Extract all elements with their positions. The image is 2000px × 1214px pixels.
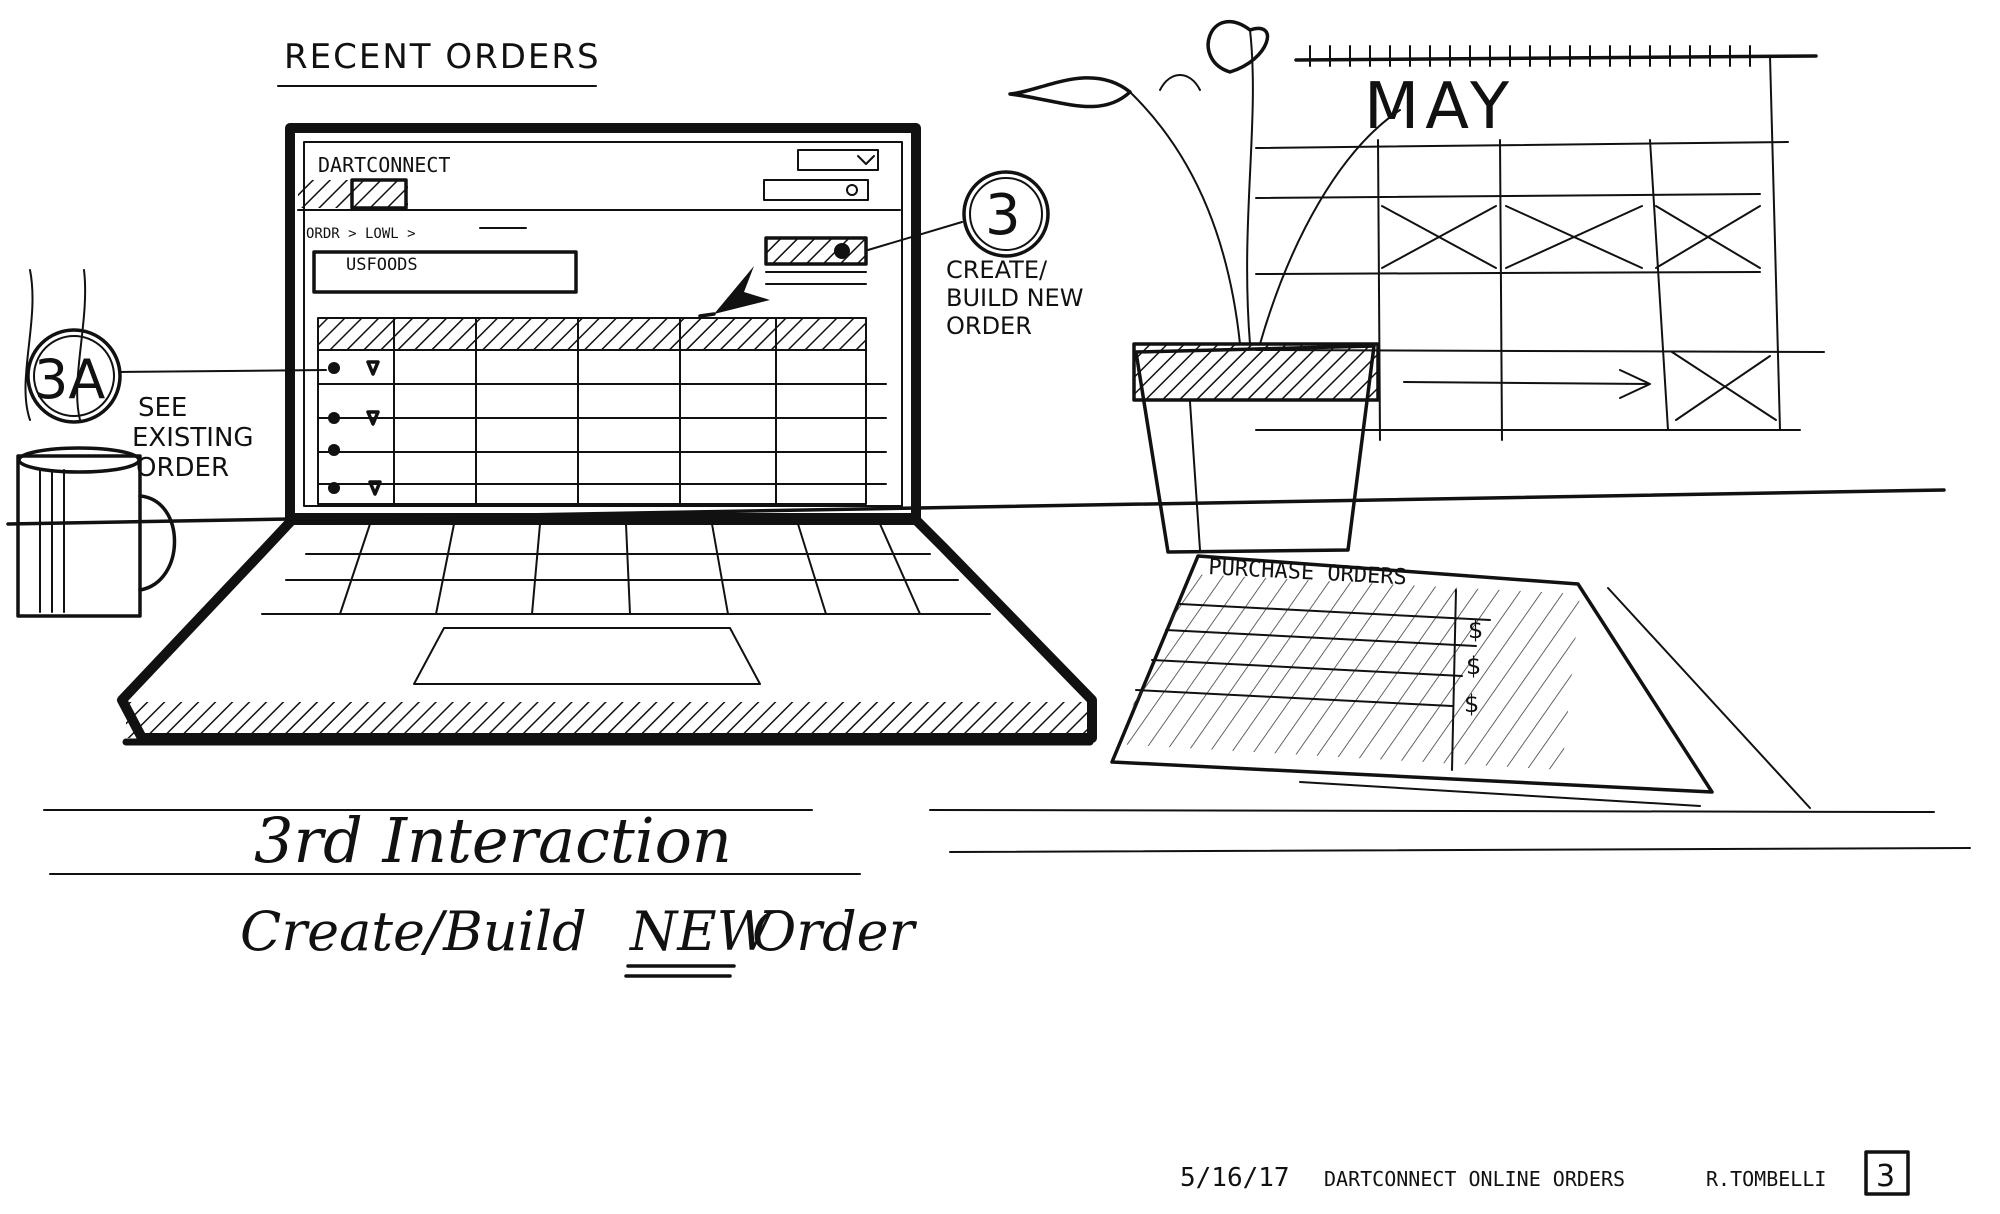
laptop-screen-inner — [303, 141, 903, 507]
caption-sub-after: Order — [752, 900, 918, 963]
wall-calendar: MAY — [1255, 45, 1825, 441]
caption-heading: 3rd Interaction — [254, 804, 732, 877]
calendar-month: MAY — [1364, 70, 1515, 144]
keyboard — [261, 523, 991, 615]
table-row[interactable] — [328, 444, 340, 456]
footer-date: 5/16/17 — [1180, 1163, 1290, 1193]
paper-row-mark: $ — [1464, 690, 1479, 718]
callout-3-label-3: ORDER — [946, 312, 1032, 340]
caption-sub-emphasis: NEW — [628, 900, 777, 963]
cursor-arrow-icon — [714, 266, 770, 314]
laptop: DARTCONNECT ORDR > LOWL > USFOODS — [117, 123, 1097, 746]
laptop-deck-edge — [126, 702, 1090, 738]
callout-3-label-1: CREATE/ — [946, 256, 1048, 284]
arrow-icon — [1403, 369, 1651, 399]
search-box[interactable] — [763, 179, 869, 201]
callout-3a-leader — [119, 369, 327, 373]
footer-page-box — [1864, 1150, 1910, 1196]
callout-existing-order: 3A SEE EXISTING ORDER — [26, 328, 327, 483]
orders-table-body — [317, 349, 867, 505]
footer: 5/16/17 DARTCONNECT ONLINE ORDERS R.TOMB… — [1180, 1150, 1910, 1196]
mug-handle — [138, 494, 177, 592]
vendor-field[interactable] — [312, 250, 578, 294]
purchase-orders-paper: PURCHASE ORDERS $ $ $ — [1110, 554, 1811, 809]
page-header-title: RECENT ORDERS — [284, 37, 601, 77]
calendar-spiral — [1294, 54, 1818, 62]
potted-plant — [1008, 20, 1401, 554]
callout-3-number: 3 — [985, 183, 1021, 248]
header: RECENT ORDERS — [277, 37, 601, 87]
callout-create-order: 3 CREATE/ BUILD NEW ORDER — [867, 170, 1083, 340]
footer-project: DARTCONNECT ONLINE ORDERS — [1324, 1167, 1625, 1191]
vendor-field-value: USFOODS — [346, 255, 418, 275]
footer-page-number: 3 — [1876, 1159, 1895, 1194]
status-icon — [366, 360, 380, 376]
callout-3-leader — [867, 221, 963, 251]
callout-3a-label-1: SEE — [138, 393, 187, 423]
desk-edge — [6, 488, 1946, 526]
footer-author: R.TOMBELLI — [1706, 1167, 1826, 1191]
mug-body — [16, 454, 142, 618]
status-icon — [366, 410, 380, 426]
laptop-deck — [117, 515, 1097, 743]
chevron-down-icon — [857, 155, 875, 165]
callout-3-circle — [962, 170, 1050, 258]
callout-3a-number: 3A — [34, 348, 105, 411]
paper-hatch — [1116, 574, 1580, 770]
orders-table — [317, 317, 887, 505]
caption-sub-before: Create/Build — [240, 900, 587, 963]
caption: 3rd Interaction Create/Build NEW Order — [240, 804, 918, 978]
orders-table-header — [318, 318, 866, 350]
callout-3a-circle — [26, 328, 122, 424]
table-row[interactable] — [328, 412, 340, 424]
create-order-button[interactable] — [766, 238, 866, 264]
paper-row-mark: $ — [1466, 652, 1481, 680]
calendar-crossed-days — [1381, 205, 1777, 421]
top-dropdown[interactable] — [797, 149, 879, 171]
search-icon — [846, 184, 858, 196]
table-row[interactable] — [328, 482, 340, 494]
coffee-mug — [16, 269, 177, 618]
cursor-tail — [698, 312, 716, 318]
plant-stem — [1129, 91, 1241, 345]
callout-3a-label-2: EXISTING — [132, 423, 254, 453]
calendar-grid — [1255, 55, 1825, 441]
laptop-trackpad — [413, 627, 761, 685]
create-order-button-outline — [764, 236, 868, 266]
steam — [24, 269, 34, 421]
breadcrumb: ORDR > LOWL > — [306, 226, 416, 242]
paper-row-mark: $ — [1468, 616, 1483, 644]
status-icon — [368, 480, 382, 496]
app-name: DARTCONNECT — [318, 153, 450, 177]
nav-active-tab[interactable] — [350, 178, 408, 210]
create-order-icon — [834, 243, 850, 259]
callout-3a-label-3: ORDER — [136, 453, 229, 483]
laptop-screen: DARTCONNECT ORDR > LOWL > USFOODS — [297, 149, 901, 505]
callout-3-label-2: BUILD NEW — [946, 284, 1083, 312]
plant-pot-rim — [1134, 344, 1378, 400]
table-row[interactable] — [328, 362, 340, 374]
plant-leaf — [1008, 76, 1132, 109]
